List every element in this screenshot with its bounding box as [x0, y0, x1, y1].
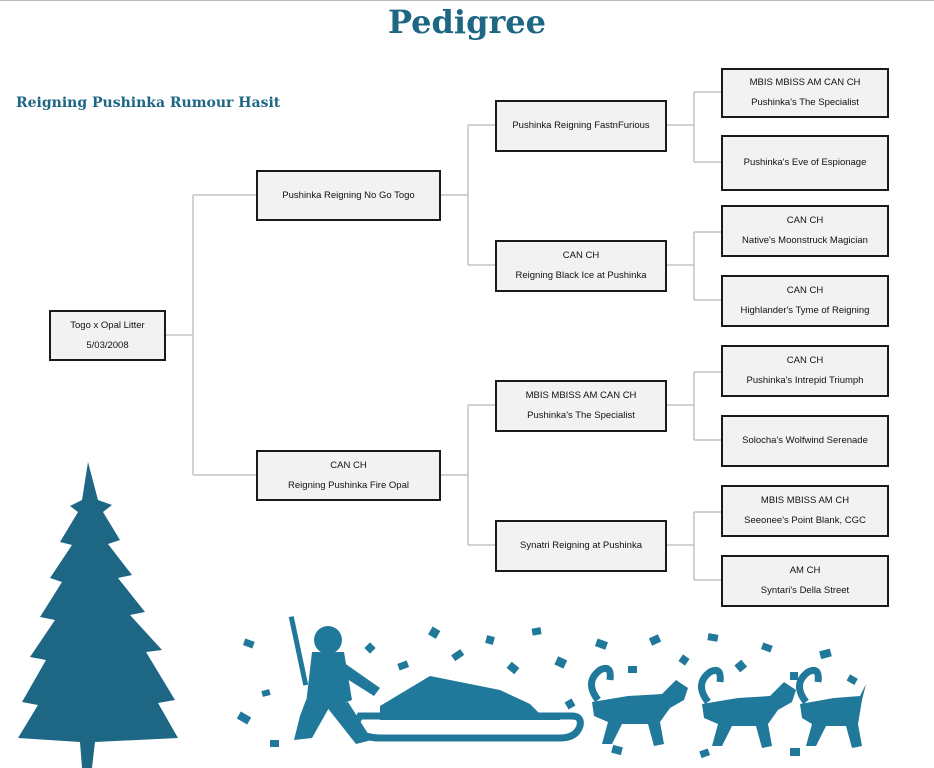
node-line-1: CAN CH [786, 215, 824, 226]
pedigree-node-sire[interactable]: Pushinka Reigning No Go Togo [256, 170, 441, 221]
node-line-1: MBIS MBISS AM CAN CH [525, 390, 637, 401]
pedigree-node-dss[interactable]: CAN CH Pushinka's Intrepid Triumph [721, 345, 889, 397]
pedigree-node-dam[interactable]: CAN CH Reigning Pushinka Fire Opal [256, 450, 441, 501]
pedigree-node-sdd[interactable]: CAN CH Highlander's Tyme of Reigning [721, 275, 889, 327]
pedigree-node-sire-dam[interactable]: CAN CH Reigning Black Ice at Pushinka [495, 240, 667, 292]
node-line-2: Native's Moonstruck Magician [742, 235, 868, 246]
node-line-2: Seeonee's Point Blank, CGC [744, 515, 866, 526]
node-line-2: 5/03/2008 [86, 339, 129, 351]
node-line-2: Highlander's Tyme of Reigning [740, 305, 870, 316]
node-line-1: MBIS MBISS AM CAN CH [749, 77, 861, 88]
pedigree-node-ddd[interactable]: AM CH Syntari's Della Street [721, 555, 889, 607]
node-line-1: AM CH [789, 565, 821, 576]
node-line-1: Solocha's Wolfwind Serenade [742, 435, 868, 446]
pedigree-node-sire-sire[interactable]: Pushinka Reigning FastnFurious [495, 100, 667, 152]
pedigree-node-dam-sire[interactable]: MBIS MBISS AM CAN CH Pushinka's The Spec… [495, 380, 667, 432]
pedigree-node-dam-dam[interactable]: Synatri Reigning at Pushinka [495, 520, 667, 572]
pedigree-node-ssd[interactable]: Pushinka's Eve of Espionage [721, 135, 889, 191]
pine-tree-icon [18, 462, 178, 768]
node-line-1: CAN CH [562, 250, 600, 261]
dog-sled-team-icon [236, 616, 866, 759]
node-line-1: Togo x Opal Litter [70, 319, 145, 331]
node-line-2: Pushinka's The Specialist [527, 410, 635, 421]
node-line-1: Pushinka Reigning FastnFurious [512, 120, 650, 131]
node-line-2: Reigning Black Ice at Pushinka [515, 270, 647, 281]
pedigree-node-sss[interactable]: MBIS MBISS AM CAN CH Pushinka's The Spec… [721, 68, 889, 118]
pedigree-node-sds[interactable]: CAN CH Native's Moonstruck Magician [721, 205, 889, 257]
top-divider [0, 0, 934, 1]
dog-name: Reigning Pushinka Rumour Hasit [16, 95, 281, 111]
node-line-2: Reigning Pushinka Fire Opal [288, 479, 409, 491]
node-line-1: MBIS MBISS AM CH [760, 495, 850, 506]
node-line-1: CAN CH [330, 459, 367, 471]
pedigree-node-litter[interactable]: Togo x Opal Litter 5/03/2008 [49, 310, 166, 361]
node-line-1: Pushinka Reigning No Go Togo [282, 189, 415, 201]
node-line-2: Pushinka's The Specialist [751, 97, 859, 108]
page-title: Pedigree [387, 3, 547, 41]
node-line-1: Pushinka's Eve of Espionage [743, 157, 867, 168]
pedigree-node-dds[interactable]: MBIS MBISS AM CH Seeonee's Point Blank, … [721, 485, 889, 537]
node-line-1: CAN CH [786, 285, 824, 296]
node-line-2: Syntari's Della Street [760, 585, 850, 596]
node-line-1: CAN CH [786, 355, 824, 366]
node-line-2: Pushinka's Intrepid Triumph [746, 375, 864, 386]
pedigree-node-dsd[interactable]: Solocha's Wolfwind Serenade [721, 415, 889, 467]
node-line-1: Synatri Reigning at Pushinka [520, 540, 642, 551]
